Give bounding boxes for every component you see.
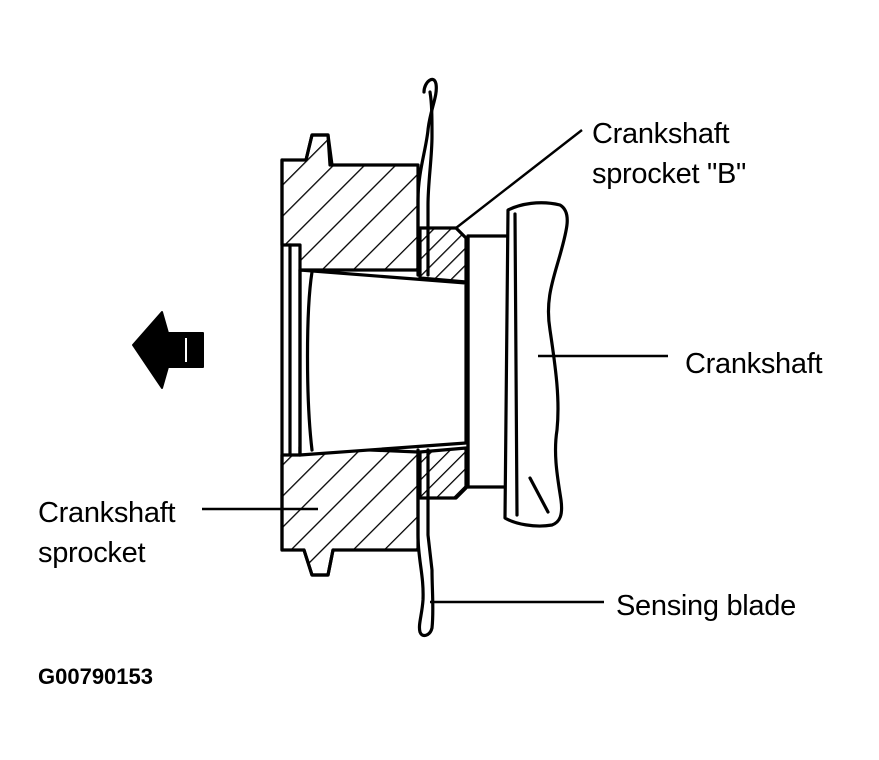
- leader-lines: [202, 129, 668, 604]
- leader-sprocket-b: [455, 129, 583, 229]
- label-crankshaft-sprocket-b-line2: sprocket "B": [592, 158, 746, 190]
- crankshaft-part: [466, 201, 569, 528]
- label-crankshaft-sprocket-line1: Crankshaft: [38, 497, 175, 529]
- label-crankshaft: Crankshaft: [685, 348, 822, 380]
- figure-code: G00790153: [38, 664, 153, 689]
- label-crankshaft-sprocket-b-line1: Crankshaft: [592, 118, 729, 150]
- arrow-left-icon: [132, 311, 204, 389]
- label-sensing-blade: Sensing blade: [616, 590, 796, 622]
- crankshaft-sprocket-part: [280, 133, 468, 577]
- crankshaft-sprocket-b-part: [418, 226, 468, 500]
- label-crankshaft-sprocket-line2: sprocket: [38, 537, 145, 569]
